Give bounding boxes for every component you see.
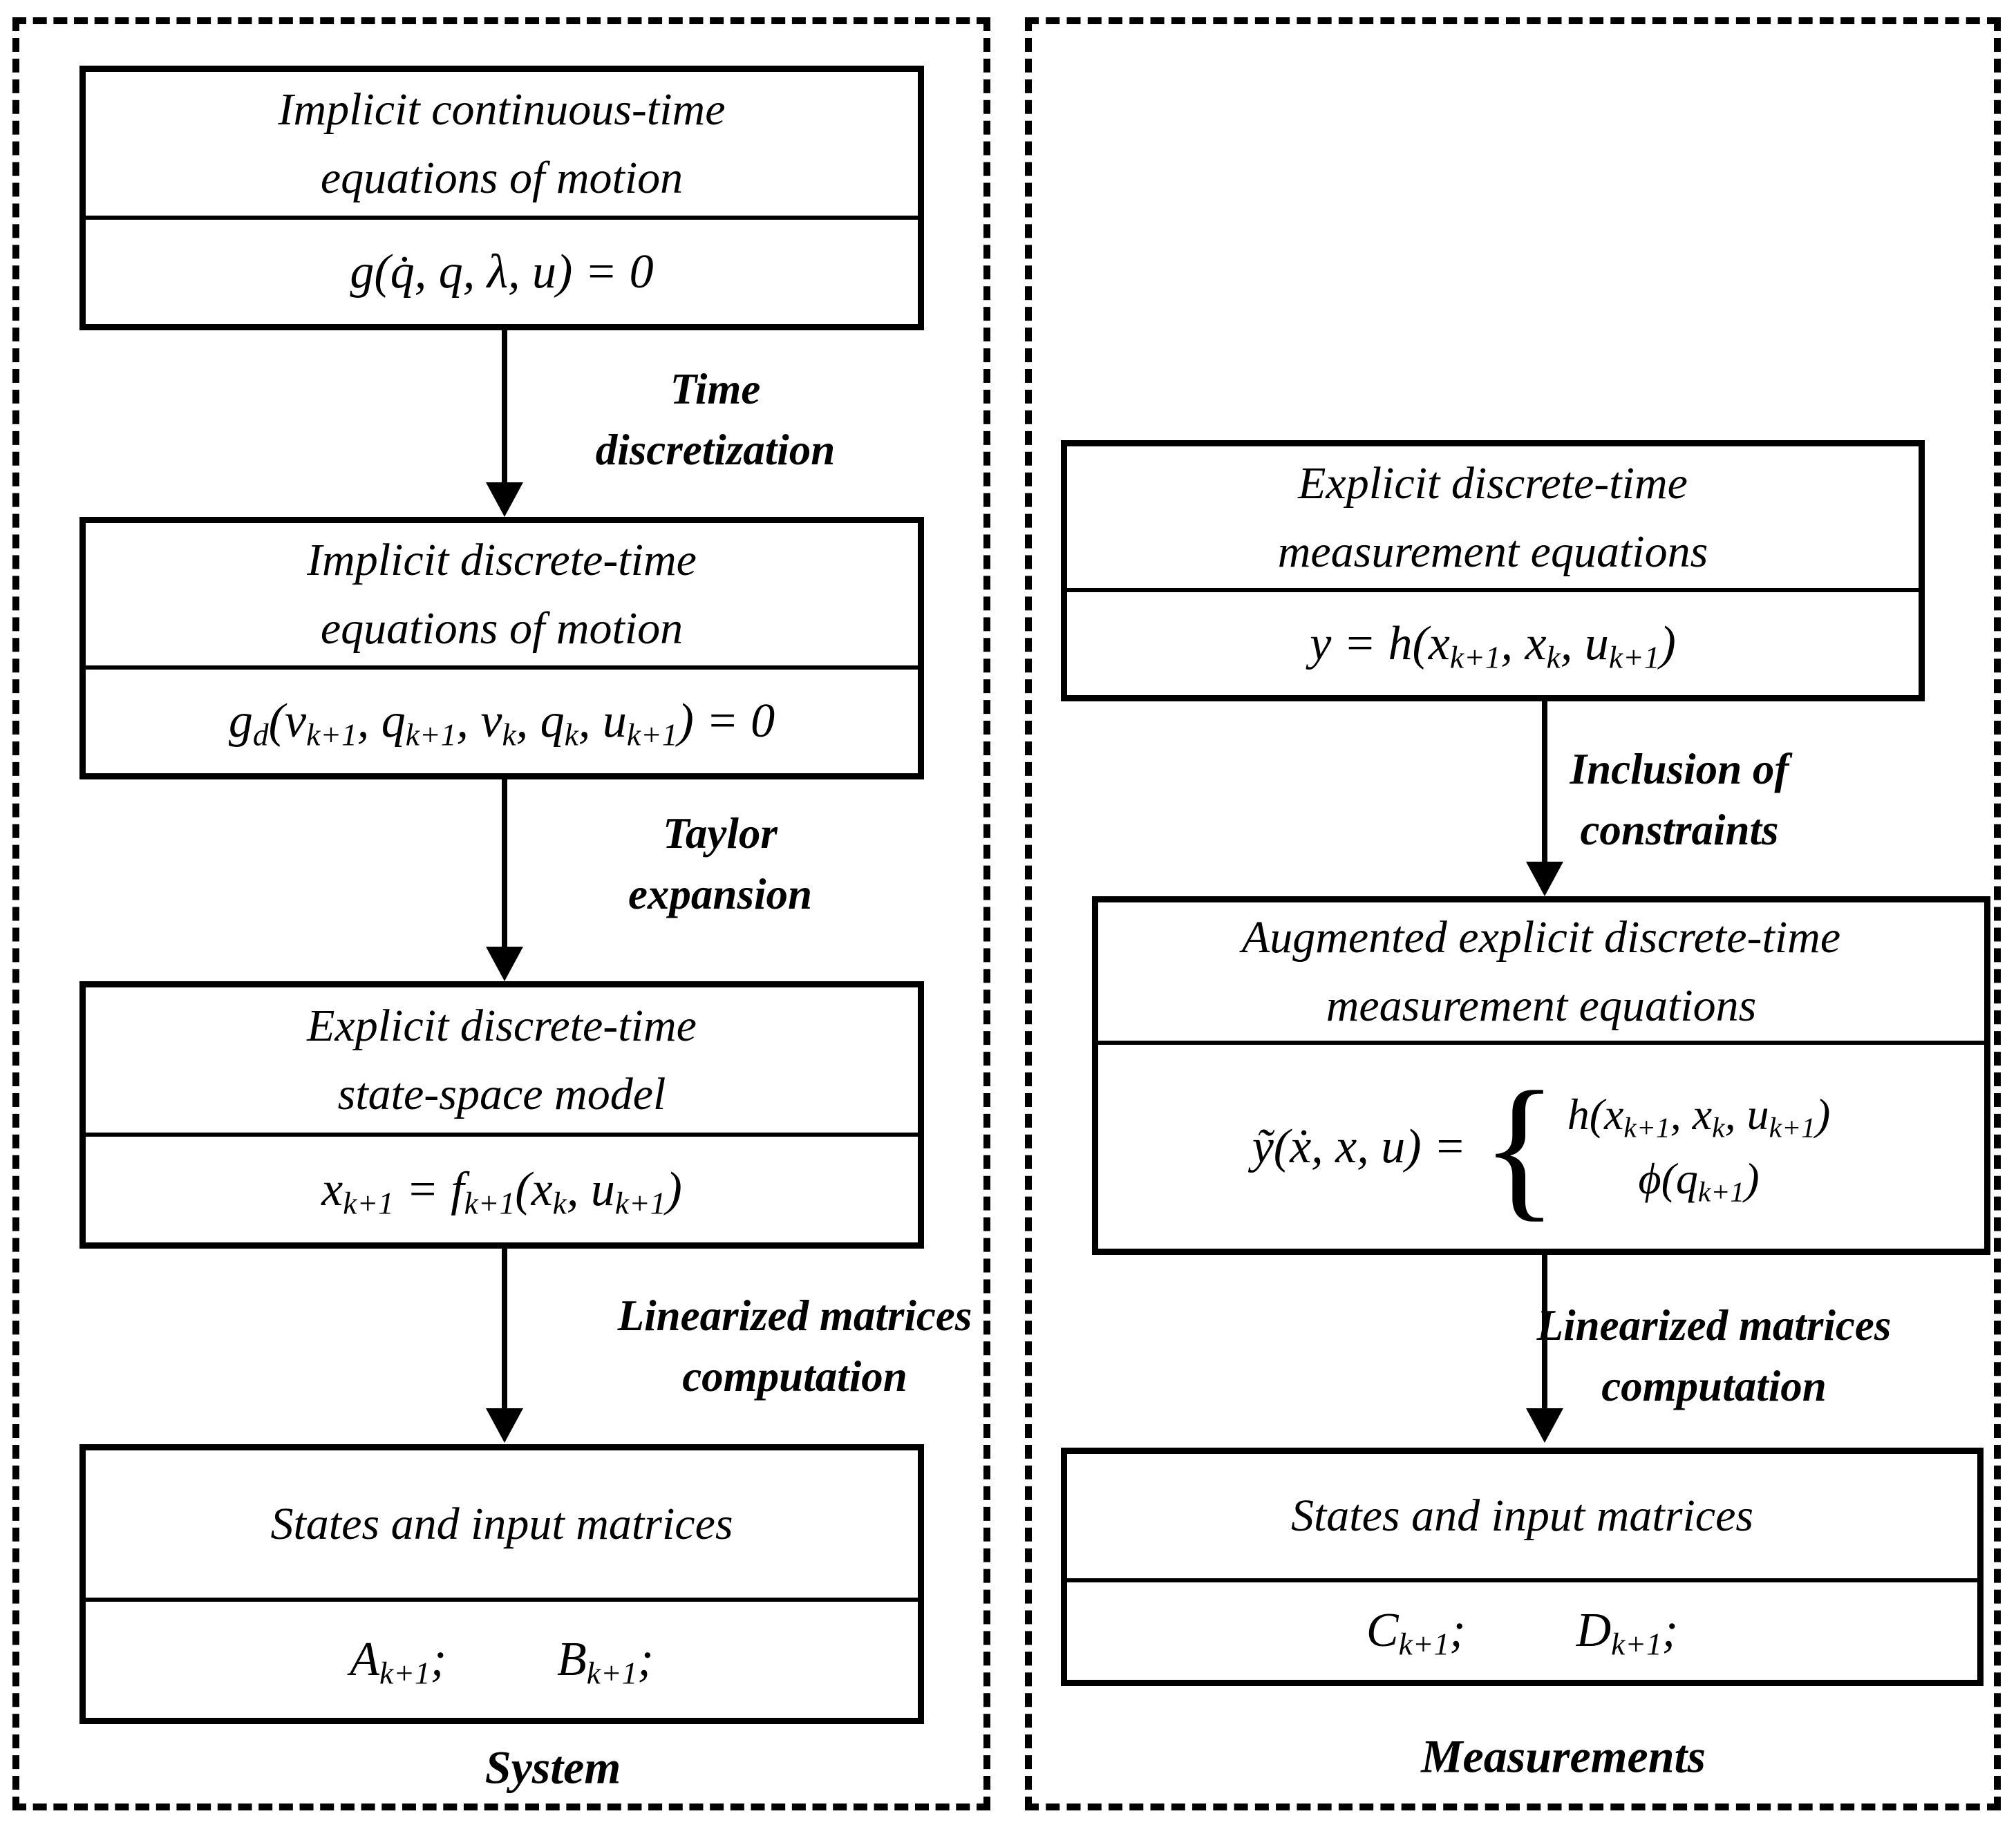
arrow-line bbox=[502, 1249, 507, 1411]
arrow-head-icon bbox=[486, 482, 523, 517]
box-equation: Ak+1; Bk+1; bbox=[86, 1597, 918, 1718]
equation-text: g(q̇, q, λ, u) = 0 bbox=[350, 245, 654, 299]
arrow-head-icon bbox=[1526, 1408, 1563, 1443]
box-equation: y = h(xk+1, xk, uk+1) bbox=[1067, 588, 1919, 695]
box-equation: Ck+1; Dk+1; bbox=[1067, 1578, 1977, 1680]
arrow-head-icon bbox=[1526, 862, 1563, 896]
matrix-pair: Ak+1; Bk+1; bbox=[350, 1632, 654, 1691]
curly-brace-glyph: { bbox=[1481, 1058, 1558, 1235]
box-equation: ỹ(ẋ, x, u) = { h(xk+1, xk, uk+1) ϕ(qk+… bbox=[1098, 1041, 1984, 1249]
arrow-line bbox=[1542, 701, 1547, 864]
case-lines: h(xk+1, xk, uk+1) ϕ(qk+1) bbox=[1567, 1083, 1831, 1211]
equation-text: xk+1 = fk+1(xk, uk+1) bbox=[321, 1162, 682, 1221]
measurements-panel bbox=[1025, 17, 2001, 1810]
box-title-lines: States and input matrices bbox=[1290, 1490, 1754, 1542]
cases-equation: ỹ(ẋ, x, u) = { h(xk+1, xk, uk+1) ϕ(qk+… bbox=[1252, 1058, 1831, 1235]
equation-text-a: Ck+1; bbox=[1366, 1604, 1466, 1663]
matrix-pair: Ck+1; Dk+1; bbox=[1366, 1603, 1679, 1663]
caption-measurements: Measurements bbox=[1421, 1730, 1706, 1783]
equation-text-b: Dk+1; bbox=[1576, 1604, 1679, 1663]
box-title: States and input matrices bbox=[1067, 1454, 1977, 1578]
arrow-head-icon bbox=[486, 1408, 523, 1443]
caption-system: System bbox=[484, 1741, 621, 1794]
box-equation: g(q̇, q, λ, u) = 0 bbox=[86, 216, 918, 324]
equation-lhs: ỹ(ẋ, x, u) = bbox=[1252, 1119, 1467, 1173]
case-line-1: h(xk+1, xk, uk+1) bbox=[1567, 1089, 1831, 1144]
equation-text: gd(vk+1, qk+1, vk, qk, uk+1) = 0 bbox=[228, 694, 775, 752]
case-line-2: ϕ(qk+1) bbox=[1638, 1153, 1760, 1208]
equation-text: y = h(xk+1, xk, uk+1) bbox=[1310, 616, 1676, 675]
arrow-line bbox=[1542, 1255, 1547, 1411]
arrow-head-icon bbox=[486, 947, 523, 981]
box-measurement-matrices: States and input matrices Ck+1; Dk+1; bbox=[1061, 1448, 1984, 1686]
equation-text-b: Bk+1; bbox=[557, 1632, 654, 1691]
arrow-line bbox=[502, 330, 507, 485]
box-title: States and input matrices bbox=[86, 1450, 918, 1598]
box-equation: xk+1 = fk+1(xk, uk+1) bbox=[86, 1133, 918, 1242]
arrow-line bbox=[502, 779, 507, 949]
box-equation: gd(vk+1, qk+1, vk, qk, uk+1) = 0 bbox=[86, 665, 918, 773]
box-title-lines: States and input matrices bbox=[270, 1498, 733, 1549]
equation-text-a: Ak+1; bbox=[350, 1632, 446, 1691]
box-system-matrices: States and input matrices Ak+1; Bk+1; bbox=[79, 1444, 924, 1724]
system-panel bbox=[12, 17, 990, 1810]
